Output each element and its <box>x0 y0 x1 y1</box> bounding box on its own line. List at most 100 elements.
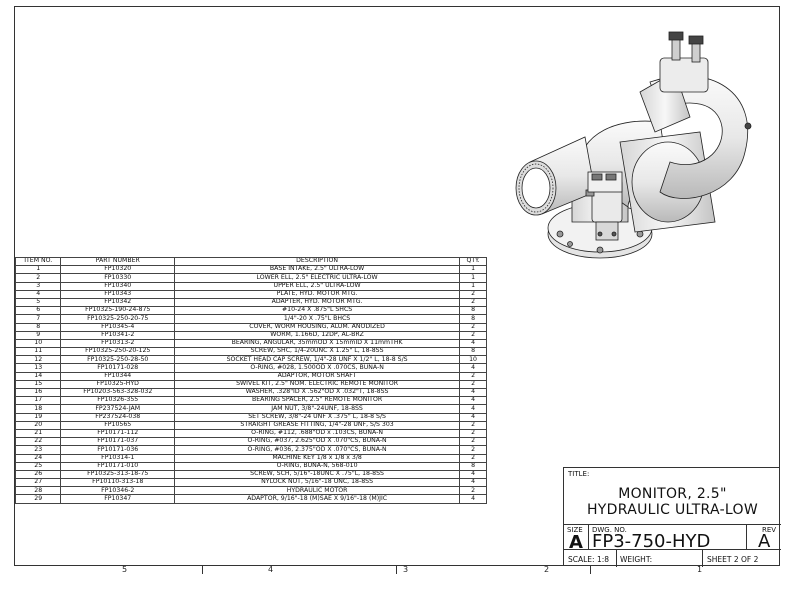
bom-description: STRAIGHT GREASE FITTING, 1/4"-28 UNF, S/… <box>174 420 461 430</box>
bom-item-no: 11 <box>14 347 62 357</box>
bom-part-number: FP10325-250-20-75 <box>60 314 176 324</box>
bom-part-number: FP10320 <box>60 265 176 275</box>
bom-description: PLATE, HYD. MOTOR MTG. <box>174 289 461 299</box>
bom-description: #10-24 X .875"L SHCS <box>174 306 461 316</box>
bom-item-no: 27 <box>14 478 62 488</box>
bom-description: O-RING, #037, 2.625"OD X .070"CS, BUNA-N <box>174 437 461 447</box>
bom-item-no: 3 <box>14 281 62 291</box>
dwg-no-value: FP3-750-HYD <box>592 531 711 552</box>
rev-box: REV A <box>746 525 782 552</box>
scale-text: SCALE: 1:8 <box>568 555 610 564</box>
bom-part-number: FP10344 <box>60 371 176 381</box>
bom-item-no: 18 <box>14 404 62 414</box>
bom-description: SCREW, SCH, 5/16"-18UNC X .75"L, 18-8SS <box>174 469 461 480</box>
bom-qty: 4 <box>459 478 487 488</box>
upper-ell <box>649 75 749 199</box>
bom-part-number: FP10347 <box>60 494 176 504</box>
bom-item-no: 23 <box>14 445 62 455</box>
bom-part-number: FP10313-2 <box>60 338 176 349</box>
bom-qty: 4 <box>459 412 487 422</box>
dwg-number-row: SIZE A DWG. NO. FP3-750-HYD REV A <box>564 525 782 553</box>
bom-item-no: 28 <box>14 486 62 496</box>
bom-item-no: 2 <box>14 273 62 283</box>
bom-qty: 1 <box>459 265 487 275</box>
bom-qty: 4 <box>459 396 487 406</box>
bom-description: MACHINE KEY 1/8 x 1/8 x 3/8 <box>174 453 461 463</box>
bom-part-number: FP10326-355 <box>60 396 176 406</box>
bom-part-number: FP10343 <box>60 289 176 299</box>
bom-part-number: FP10325-250-20-125 <box>60 347 176 357</box>
bom-item-no: 1 <box>14 265 62 275</box>
bom-description: SET SCREW, 3/8"-24 UNF X .375" L, 18-8 S… <box>174 412 461 422</box>
bom-description: SCREW, SHC, 1/4-20UNC X 1.25" L, 18-8SS <box>174 347 461 357</box>
bom-description: O-RING, #112, .688"OD x .103CS, BUNA-N <box>174 428 461 439</box>
bom-description: BEARING SPACER, 2.5" REMOTE MONITOR <box>174 396 461 406</box>
bom-item-no: 15 <box>14 379 62 390</box>
bom-item-no: 26 <box>14 469 62 480</box>
bom-qty: 10 <box>459 355 487 365</box>
bom-qty: 1 <box>459 273 487 283</box>
bom-part-number: FP237524-038 <box>60 412 176 422</box>
bom-qty: 2 <box>459 420 487 430</box>
bom-item-no: 7 <box>14 314 62 324</box>
bom-qty: 8 <box>459 461 487 471</box>
bom-item-no: 12 <box>14 355 62 365</box>
size-value: A <box>569 532 583 553</box>
zone-3: 3 <box>403 565 409 574</box>
bom-part-number: FP10340 <box>60 281 176 291</box>
zone-2: 2 <box>544 565 550 574</box>
bom-item-no: 6 <box>14 306 62 316</box>
bom-part-number: FP10314-1 <box>60 453 176 463</box>
bom-item-no: 8 <box>14 322 62 332</box>
zone-5: 5 <box>122 565 128 574</box>
bom-description: O-RING, BUNA-N, 568-010 <box>174 461 461 471</box>
bom-part-number: FP10171-112 <box>60 428 176 439</box>
bom-description: LOWER ELL, 2.5" ELECTRIC ULTRA-LOW <box>174 273 461 283</box>
bom-item-no: 13 <box>14 363 62 373</box>
bom-qty: 4 <box>459 338 487 349</box>
bom-part-number: FP10325-190-24-875 <box>60 306 176 316</box>
bom-qty: 2 <box>459 453 487 463</box>
bom-qty: 8 <box>459 314 487 324</box>
bom-part-number: FP10342 <box>60 297 176 308</box>
rev-label: REV <box>762 526 777 534</box>
zone-1: 1 <box>697 565 703 574</box>
bom-part-number: FP10325-HYD <box>60 379 176 390</box>
bom-description: BASE INTAKE, 2.5" ULTRA-LOW <box>174 265 461 275</box>
bom-description: COVER, WORM HOUSING, ALUM. ANODIZED <box>174 322 461 332</box>
bom-part-number: FP10171-010 <box>60 461 176 471</box>
sheet-text: SHEET 2 OF 2 <box>707 555 759 564</box>
weight-text: WEIGHT: <box>620 555 653 564</box>
title-box: TITLE: MONITOR, 2.5" HYDRAULIC ULTRA-LOW <box>564 468 781 525</box>
bom-item-no: 21 <box>14 428 62 439</box>
bom-item-no: 16 <box>14 387 62 398</box>
bom-description: SOCKET HEAD CAP SCREW, 1/4"-28 UNF X 1/2… <box>174 355 461 365</box>
bom-item-no: 4 <box>14 289 62 299</box>
bom-item-no: 20 <box>14 420 62 430</box>
bom-item-no: 10 <box>14 338 62 349</box>
drawing-title-line1: MONITOR, 2.5" <box>618 486 727 502</box>
size-label: SIZE <box>567 526 583 534</box>
bom-part-number: FP10345-4 <box>60 322 176 332</box>
bom-part-number: FP10346-2 <box>60 486 176 496</box>
bom-description: JAM NUT, 3/8"-24UNF, 18-8SS <box>174 404 461 414</box>
bom-qty: 1 <box>459 281 487 291</box>
bom-qty: 4 <box>459 469 487 480</box>
bom-qty: 4 <box>459 494 487 504</box>
